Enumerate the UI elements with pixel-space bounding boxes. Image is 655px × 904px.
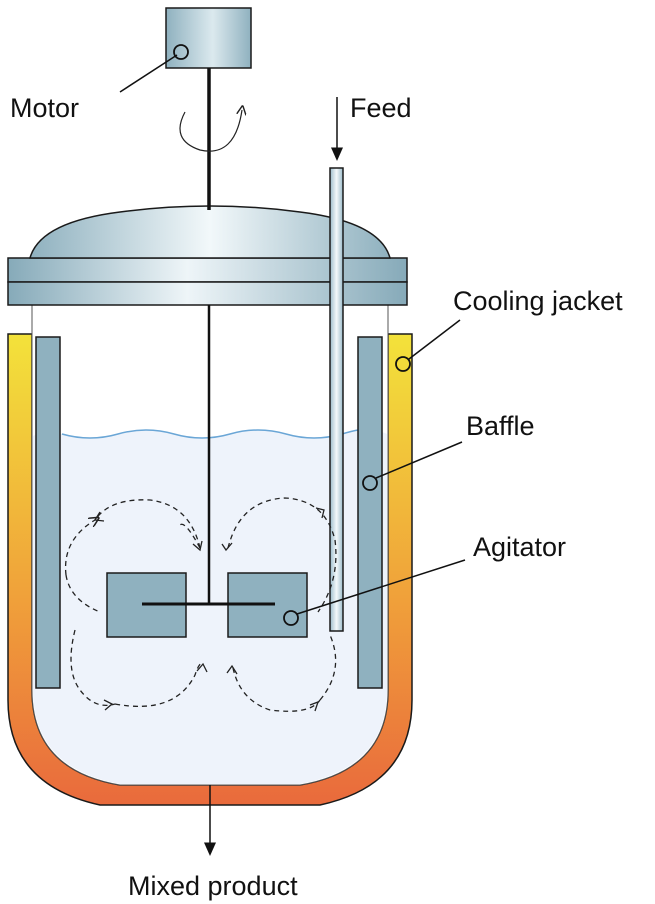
motor-leader [119, 54, 178, 93]
baffle-marker [362, 475, 378, 491]
cooling-jacket-label: Cooling jacket [453, 286, 623, 316]
baffle-leader [375, 441, 463, 479]
liquid [33, 430, 387, 784]
cooling-jacket-leader [408, 319, 461, 360]
motor-label: Motor [10, 93, 79, 123]
agitator-label: Agitator [473, 532, 566, 562]
mixed-product-label: Mixed product [128, 871, 298, 901]
dome-lid [29, 205, 391, 259]
motor-marker [173, 44, 189, 60]
cooling-jacket-marker [395, 356, 411, 372]
flow-arrow-heads [93, 507, 325, 712]
feed-label: Feed [350, 93, 412, 123]
baffle-right [357, 336, 383, 689]
agitator-marker [283, 610, 299, 626]
flange-lower [7, 281, 408, 306]
agitator-leader [296, 559, 466, 615]
flange-upper [7, 257, 408, 283]
feed-pipe [329, 167, 344, 632]
baffle-label: Baffle [466, 411, 535, 441]
baffle-left [35, 336, 61, 689]
flow-loops [64, 497, 337, 712]
rotation-arrow-icon [179, 110, 242, 152]
